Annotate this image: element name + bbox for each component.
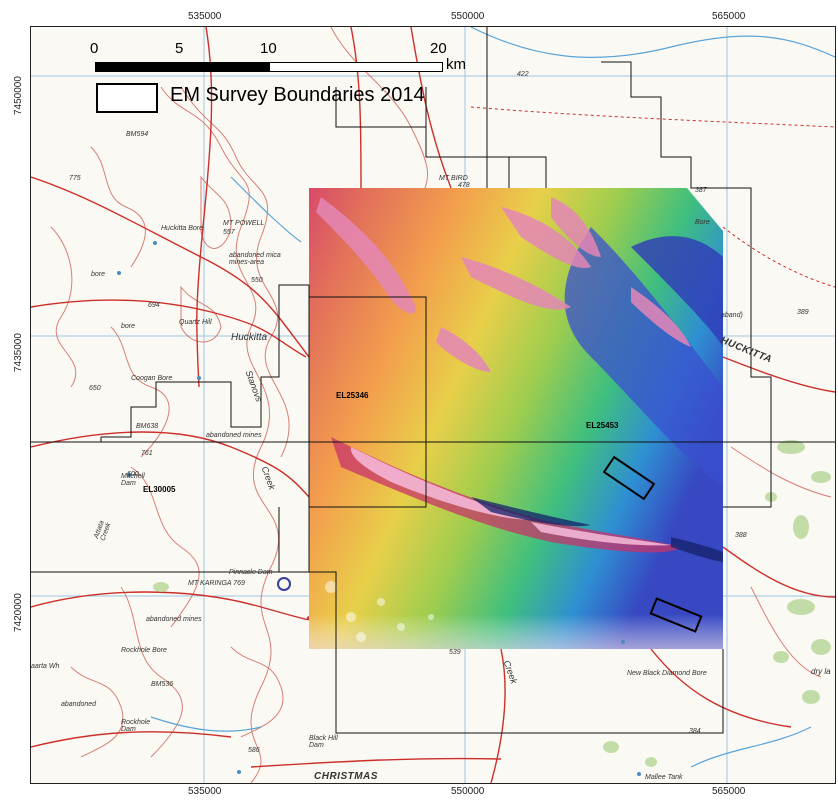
watercourses: [150, 27, 835, 768]
contour-lines: [50, 27, 832, 783]
tenement-boundaries: [31, 27, 835, 734]
label-557: 557: [223, 229, 235, 236]
label-388: 388: [735, 532, 747, 539]
scale-unit: km: [446, 56, 466, 73]
scale-label-5: 5: [175, 40, 184, 57]
label-rockhole-bore: Rockhole Bore: [121, 647, 167, 654]
label-650: 650: [89, 385, 101, 392]
label-387: 387: [695, 187, 707, 194]
label-marta-wh: aarta Wh: [31, 663, 60, 670]
magnetic-survey-image: [309, 188, 723, 649]
label-bm536: BM536: [151, 681, 174, 688]
tenement-el30005: EL30005: [143, 485, 176, 494]
label-new-black-diamond-bore: New Black Diamond Bore: [627, 670, 707, 677]
top-tick-550000: 550000: [451, 11, 485, 22]
scale-label-20: 20: [430, 40, 447, 57]
pinnacle-marker: [277, 577, 291, 591]
bottom-tick-565000: 565000: [712, 786, 746, 797]
em-survey-rects: [602, 455, 703, 633]
label-600: 600: [127, 471, 139, 478]
legend-label: EM Survey Boundaries 2014: [170, 84, 425, 106]
label-539: 539: [449, 649, 461, 656]
label-bore-right: Bore: [695, 219, 710, 226]
topographic-map: [31, 27, 835, 783]
label-bore: bore: [91, 271, 106, 278]
left-tick-7450000: 7450000: [13, 76, 24, 115]
scale-label-10: 10: [260, 40, 277, 57]
bottom-tick-550000: 550000: [451, 786, 485, 797]
scale-bar-fill: [96, 63, 270, 71]
label-mt-powell: MT POWELL: [223, 220, 265, 227]
label-aband: aband): [721, 312, 743, 319]
label-pinnacle-dam: Pinnacle Dam: [229, 569, 273, 576]
label-bm638: BM638: [136, 423, 159, 430]
vegetation: [153, 440, 831, 767]
label-422: 422: [517, 71, 529, 78]
left-tick-7420000: 7420000: [13, 593, 24, 632]
label-mallee-tank: Mallee Tank: [645, 774, 683, 781]
label-550: 550: [251, 277, 263, 284]
label-775: 775: [69, 175, 81, 182]
label-mitchell-dam: Mitchell Dam: [121, 473, 145, 487]
label-bm594: BM594: [126, 131, 149, 138]
tenement-el25453: EL25453: [586, 421, 619, 430]
label-mica-mines: abandoned mica mines-area: [229, 252, 281, 266]
top-tick-565000: 565000: [712, 11, 746, 22]
top-tick-535000: 535000: [188, 11, 222, 22]
point-markers: [117, 241, 641, 776]
label-black-hill-dam: Black Hill Dam: [309, 735, 338, 749]
label-huckitta: Huckitta: [231, 332, 268, 343]
label-389: 389: [797, 309, 809, 316]
road-hashed: [470, 106, 835, 288]
scale-label-0: 0: [90, 40, 99, 57]
label-dry-lake: dry la: [811, 667, 831, 676]
label-christmas: CHRISTMAS: [314, 771, 378, 782]
label-478: 478: [458, 182, 470, 189]
label-761: 761: [141, 450, 153, 457]
label-abandoned-mines: abandoned mines: [206, 432, 262, 439]
label-586: 586: [248, 747, 260, 754]
label-huckitta-bore: Huckitta Bore: [161, 225, 204, 232]
left-tick-7435000: 7435000: [13, 333, 24, 372]
label-quartz-hill: Quartz Hill: [179, 319, 212, 326]
scale-bar: [95, 62, 443, 72]
label-abandoned-3: abandoned: [61, 701, 97, 708]
label-384: 384: [689, 728, 701, 735]
label-coogan-bore: Coogan Bore: [131, 375, 173, 382]
map-frame[interactable]: Huckitta Bore abandoned mica mines-area …: [30, 26, 836, 784]
label-rockhole-dam: Rockhole Dam: [121, 719, 151, 733]
label-mt-karinga: MT KARINGA 769: [188, 580, 245, 587]
tenement-el25346: EL25346: [336, 391, 369, 400]
bottom-tick-535000: 535000: [188, 786, 222, 797]
label-mt-bird: MT BIRD: [439, 175, 468, 182]
label-abandoned-mines-2: abandoned mines: [146, 616, 202, 623]
label-694: 694: [148, 302, 160, 309]
legend-swatch: [96, 83, 158, 113]
label-bore-2: bore: [121, 323, 136, 330]
